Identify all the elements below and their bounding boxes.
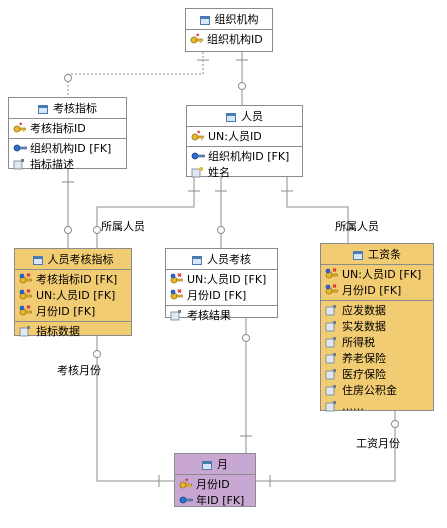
entity-person-eval[interactable]: 人员考核 UN:人员ID [FK] 月份ID [FK] 考核结果 <box>165 248 278 322</box>
entity-person-kpi-header: 人员考核指标 <box>15 249 131 270</box>
table-icon <box>353 250 363 260</box>
entity-person-kpi-title: 人员考核指标 <box>47 253 114 266</box>
entity-org-header: 组织机构 <box>186 9 272 30</box>
table-icon <box>192 255 202 265</box>
attr-row: 姓名 <box>187 164 302 180</box>
attribute-icon <box>325 304 339 316</box>
table-icon <box>199 15 210 25</box>
primary-foreign-key-icon <box>19 273 33 285</box>
attr-row: 所得税 <box>321 334 433 350</box>
entity-month[interactable]: 月 月份ID 年ID [FK] <box>174 453 256 507</box>
entity-kpi[interactable]: 考核指标 考核指标ID 组织机构ID [FK] 指标描述 <box>8 97 127 172</box>
attr-row: 月份ID [FK] <box>15 303 131 319</box>
attribute-icon <box>325 368 339 380</box>
label-eval-month: 考核月份 <box>57 364 101 377</box>
attr-row: 住房公积金 <box>321 382 433 398</box>
attr-row: …… <box>321 398 433 414</box>
foreign-key-icon <box>179 494 193 506</box>
primary-key-icon <box>190 33 204 45</box>
primary-foreign-key-icon <box>325 268 339 280</box>
rel-kpi-personkpi-circle <box>64 226 72 234</box>
rel-personkpi-month <box>96 336 174 482</box>
table-icon <box>202 460 212 470</box>
attr-row: 医疗保险 <box>321 366 433 382</box>
attr-row: UN:人员ID [FK] <box>166 271 277 287</box>
primary-key-icon <box>191 130 205 142</box>
rel-person-eval-circle <box>217 226 225 234</box>
attribute-icon <box>325 336 339 348</box>
entity-salary[interactable]: 工资条 UN:人员ID [FK] 月份ID [FK] 应发数据 实发数据 所得税… <box>320 243 434 414</box>
label-belongs-left: 所属人员 <box>101 220 145 233</box>
rel-person-salary-circle <box>344 222 352 230</box>
attr-row: 组织机构ID [FK] <box>187 148 302 164</box>
entity-person-kpi[interactable]: 人员考核指标 考核指标ID [FK] UN:人员ID [FK] 月份ID [FK… <box>14 248 132 339</box>
rel-person-personkpi <box>96 177 195 248</box>
entity-org[interactable]: 组织机构 组织机构ID <box>185 8 273 52</box>
rel-personkpi-month-circle <box>93 350 101 358</box>
label-salary-month: 工资月份 <box>356 437 400 450</box>
attribute-icon <box>325 352 339 364</box>
entity-person[interactable]: 人员 UN:人员ID 组织机构ID [FK] 姓名 <box>186 105 303 180</box>
entity-month-header: 月 <box>175 454 255 475</box>
attr-row: 实发数据 <box>321 318 433 334</box>
rel-org-kpi <box>67 52 204 97</box>
attribute-icon <box>19 325 33 337</box>
primary-key-icon <box>179 478 193 490</box>
entity-kpi-title: 考核指标 <box>53 102 97 115</box>
primary-foreign-key-icon <box>19 289 33 301</box>
attribute-icon <box>13 158 27 170</box>
label-belongs-right: 所属人员 <box>335 220 379 233</box>
attribute-icon <box>170 309 184 321</box>
attr-row: UN:人员ID [FK] <box>15 287 131 303</box>
attr-row: 年ID [FK] <box>175 492 255 508</box>
primary-foreign-key-icon <box>19 305 33 317</box>
attr-row: 指标数据 <box>15 323 131 339</box>
table-icon <box>38 104 48 114</box>
entity-org-title: 组织机构 <box>214 13 259 26</box>
rel-eval-month-circle <box>242 334 250 342</box>
entity-person-header: 人员 <box>187 106 302 127</box>
rel-salary-month <box>256 411 396 482</box>
attr-row: 月份ID [FK] <box>166 287 277 303</box>
foreign-key-icon <box>13 142 27 154</box>
attribute-icon <box>325 320 339 332</box>
attr-row: 考核指标ID [FK] <box>15 271 131 287</box>
primary-foreign-key-icon <box>170 289 184 301</box>
entity-kpi-header: 考核指标 <box>9 98 126 119</box>
rel-org-kpi-circle <box>64 74 72 82</box>
attribute-icon <box>191 166 205 178</box>
attr-row: 养老保险 <box>321 350 433 366</box>
entity-person-eval-header: 人员考核 <box>166 249 277 270</box>
attribute-icon <box>325 400 339 412</box>
primary-key-icon <box>13 122 27 134</box>
table-icon <box>32 255 43 265</box>
entity-person-title: 人员 <box>241 110 263 123</box>
rel-salary-month-circle <box>391 420 399 428</box>
foreign-key-icon <box>191 150 205 162</box>
rel-org-person-circle <box>238 82 246 90</box>
attr-row: UN:人员ID <box>187 128 302 144</box>
attr-row: 考核结果 <box>166 307 277 323</box>
attr-row: 应发数据 <box>321 302 433 318</box>
entity-salary-title: 工资条 <box>368 248 401 261</box>
attr-row: 组织机构ID [FK] <box>9 140 126 156</box>
entity-salary-header: 工资条 <box>321 244 433 265</box>
attr-row: 考核指标ID <box>9 120 126 136</box>
attr-row: 指标描述 <box>9 156 126 172</box>
primary-foreign-key-icon <box>325 284 339 296</box>
entity-month-title: 月 <box>217 458 228 471</box>
rel-person-personkpi-circle <box>93 226 101 234</box>
attr-row: 月份ID <box>175 476 255 492</box>
attr-row: 月份ID [FK] <box>321 282 433 298</box>
attr-row: UN:人员ID [FK] <box>321 266 433 282</box>
attr-row: 组织机构ID <box>186 31 272 47</box>
table-icon <box>226 112 236 122</box>
entity-person-eval-title: 人员考核 <box>207 253 251 266</box>
attribute-icon <box>325 384 339 396</box>
primary-foreign-key-icon <box>170 273 184 285</box>
